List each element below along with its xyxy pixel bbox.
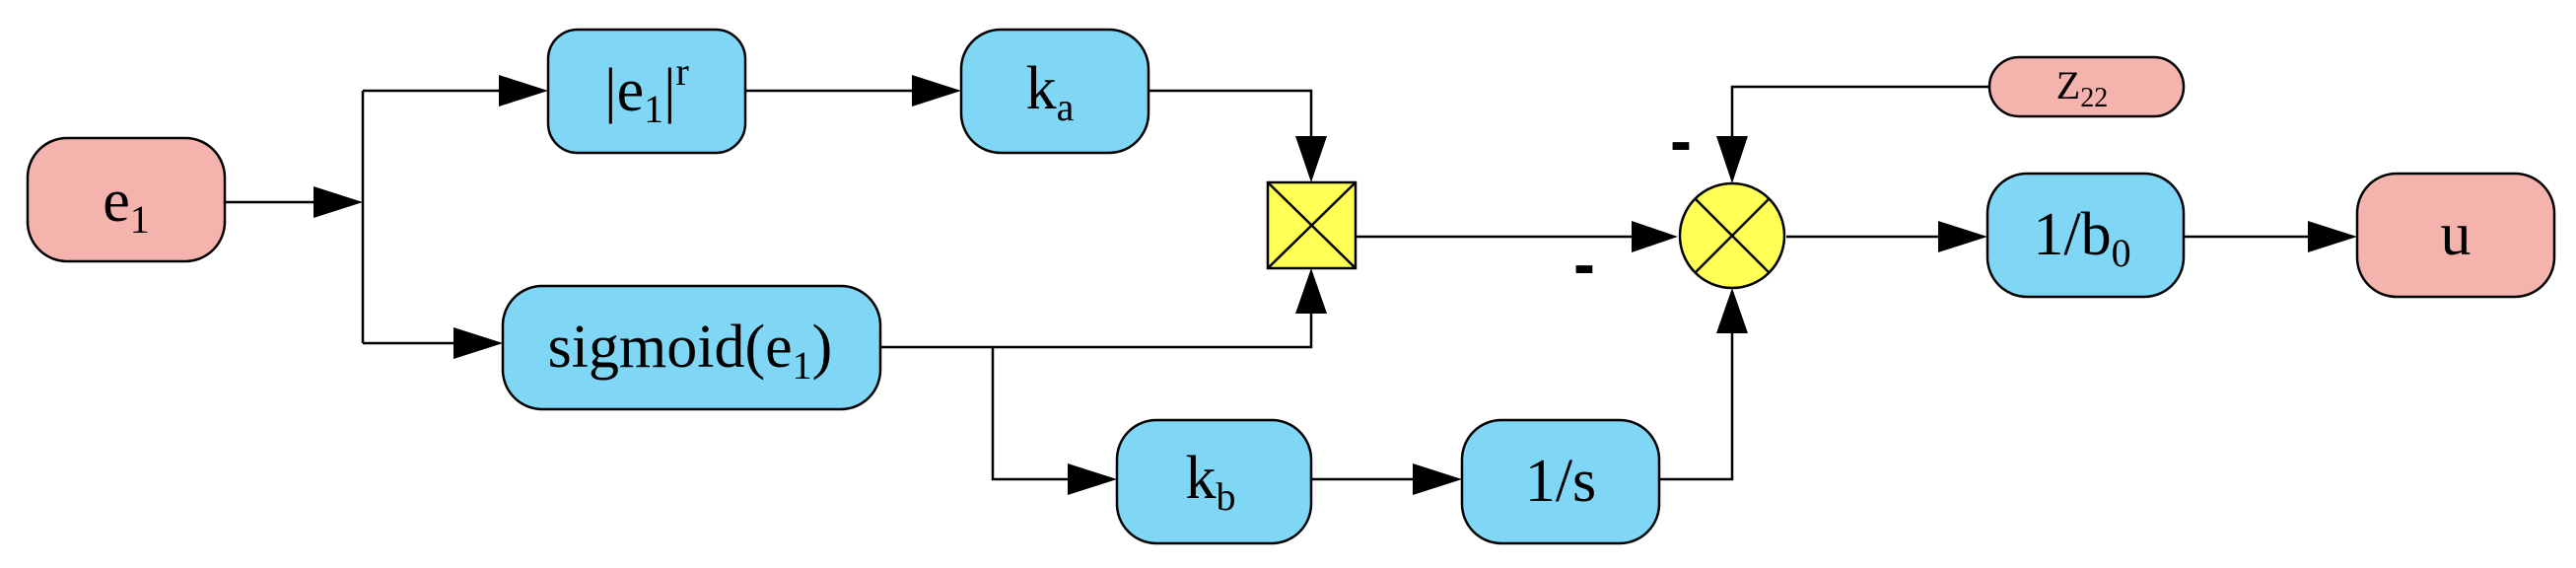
svg-text:1/s: 1/s: [1525, 448, 1596, 515]
wire-sigmoid-to-kb: [991, 347, 1068, 481]
block-integrator: 1/s: [1460, 418, 1661, 545]
block-sigmoid: sigmoid(e1): [501, 284, 882, 411]
arrowhead-sigmoid: [453, 327, 503, 359]
wire-ka-to-multiplier: [1149, 89, 1313, 138]
arrowhead-u: [2308, 221, 2357, 252]
arrowhead-integrator: [1413, 463, 1462, 495]
svg-text:Z22: Z22: [2056, 63, 2108, 113]
summing-junction: [1678, 181, 1786, 290]
arrowhead-ka: [912, 75, 961, 106]
block-inv-b0: 1/b0: [1985, 172, 2186, 299]
block-u: u: [2355, 172, 2556, 299]
arrowhead-junction-left: [1632, 221, 1678, 252]
arrowhead-abs-pow: [499, 75, 548, 106]
block-abs-pow: |e1|r: [546, 28, 747, 155]
block-ka: ka: [959, 28, 1150, 155]
svg-text:u: u: [2441, 201, 2472, 268]
arrowhead-multiplier-bottom: [1295, 268, 1327, 314]
arrowhead-e1-branch: [313, 186, 363, 218]
svg-text:|e1|r: |e1|r: [604, 49, 689, 131]
block-e1: e1: [26, 136, 227, 263]
multiplier-block: [1266, 180, 1358, 270]
arrowhead-multiplier-top: [1295, 136, 1327, 182]
wire-sigmoid-to-multiplier: [880, 312, 1313, 349]
svg-text:e1: e1: [103, 168, 150, 242]
arrowhead-kb: [1068, 463, 1117, 495]
block-kb: kb: [1115, 418, 1313, 545]
block-z22: Z22: [1987, 55, 2186, 118]
arrowhead-inv-b0: [1938, 221, 1987, 252]
wire-z22-to-junction: [1730, 85, 1989, 138]
sign-left-minus: -: [1573, 227, 1595, 300]
wire-integrator-to-junction: [1659, 332, 1734, 481]
sign-top-minus: -: [1670, 104, 1692, 177]
svg-text:sigmoid(e1): sigmoid(e1): [548, 314, 833, 388]
arrowhead-junction-top: [1716, 136, 1748, 183]
arrowhead-junction-bottom: [1716, 288, 1748, 333]
svg-text:ka: ka: [1026, 55, 1075, 129]
svg-text:1/b0: 1/b0: [2033, 201, 2130, 275]
svg-text:kb: kb: [1186, 445, 1236, 519]
